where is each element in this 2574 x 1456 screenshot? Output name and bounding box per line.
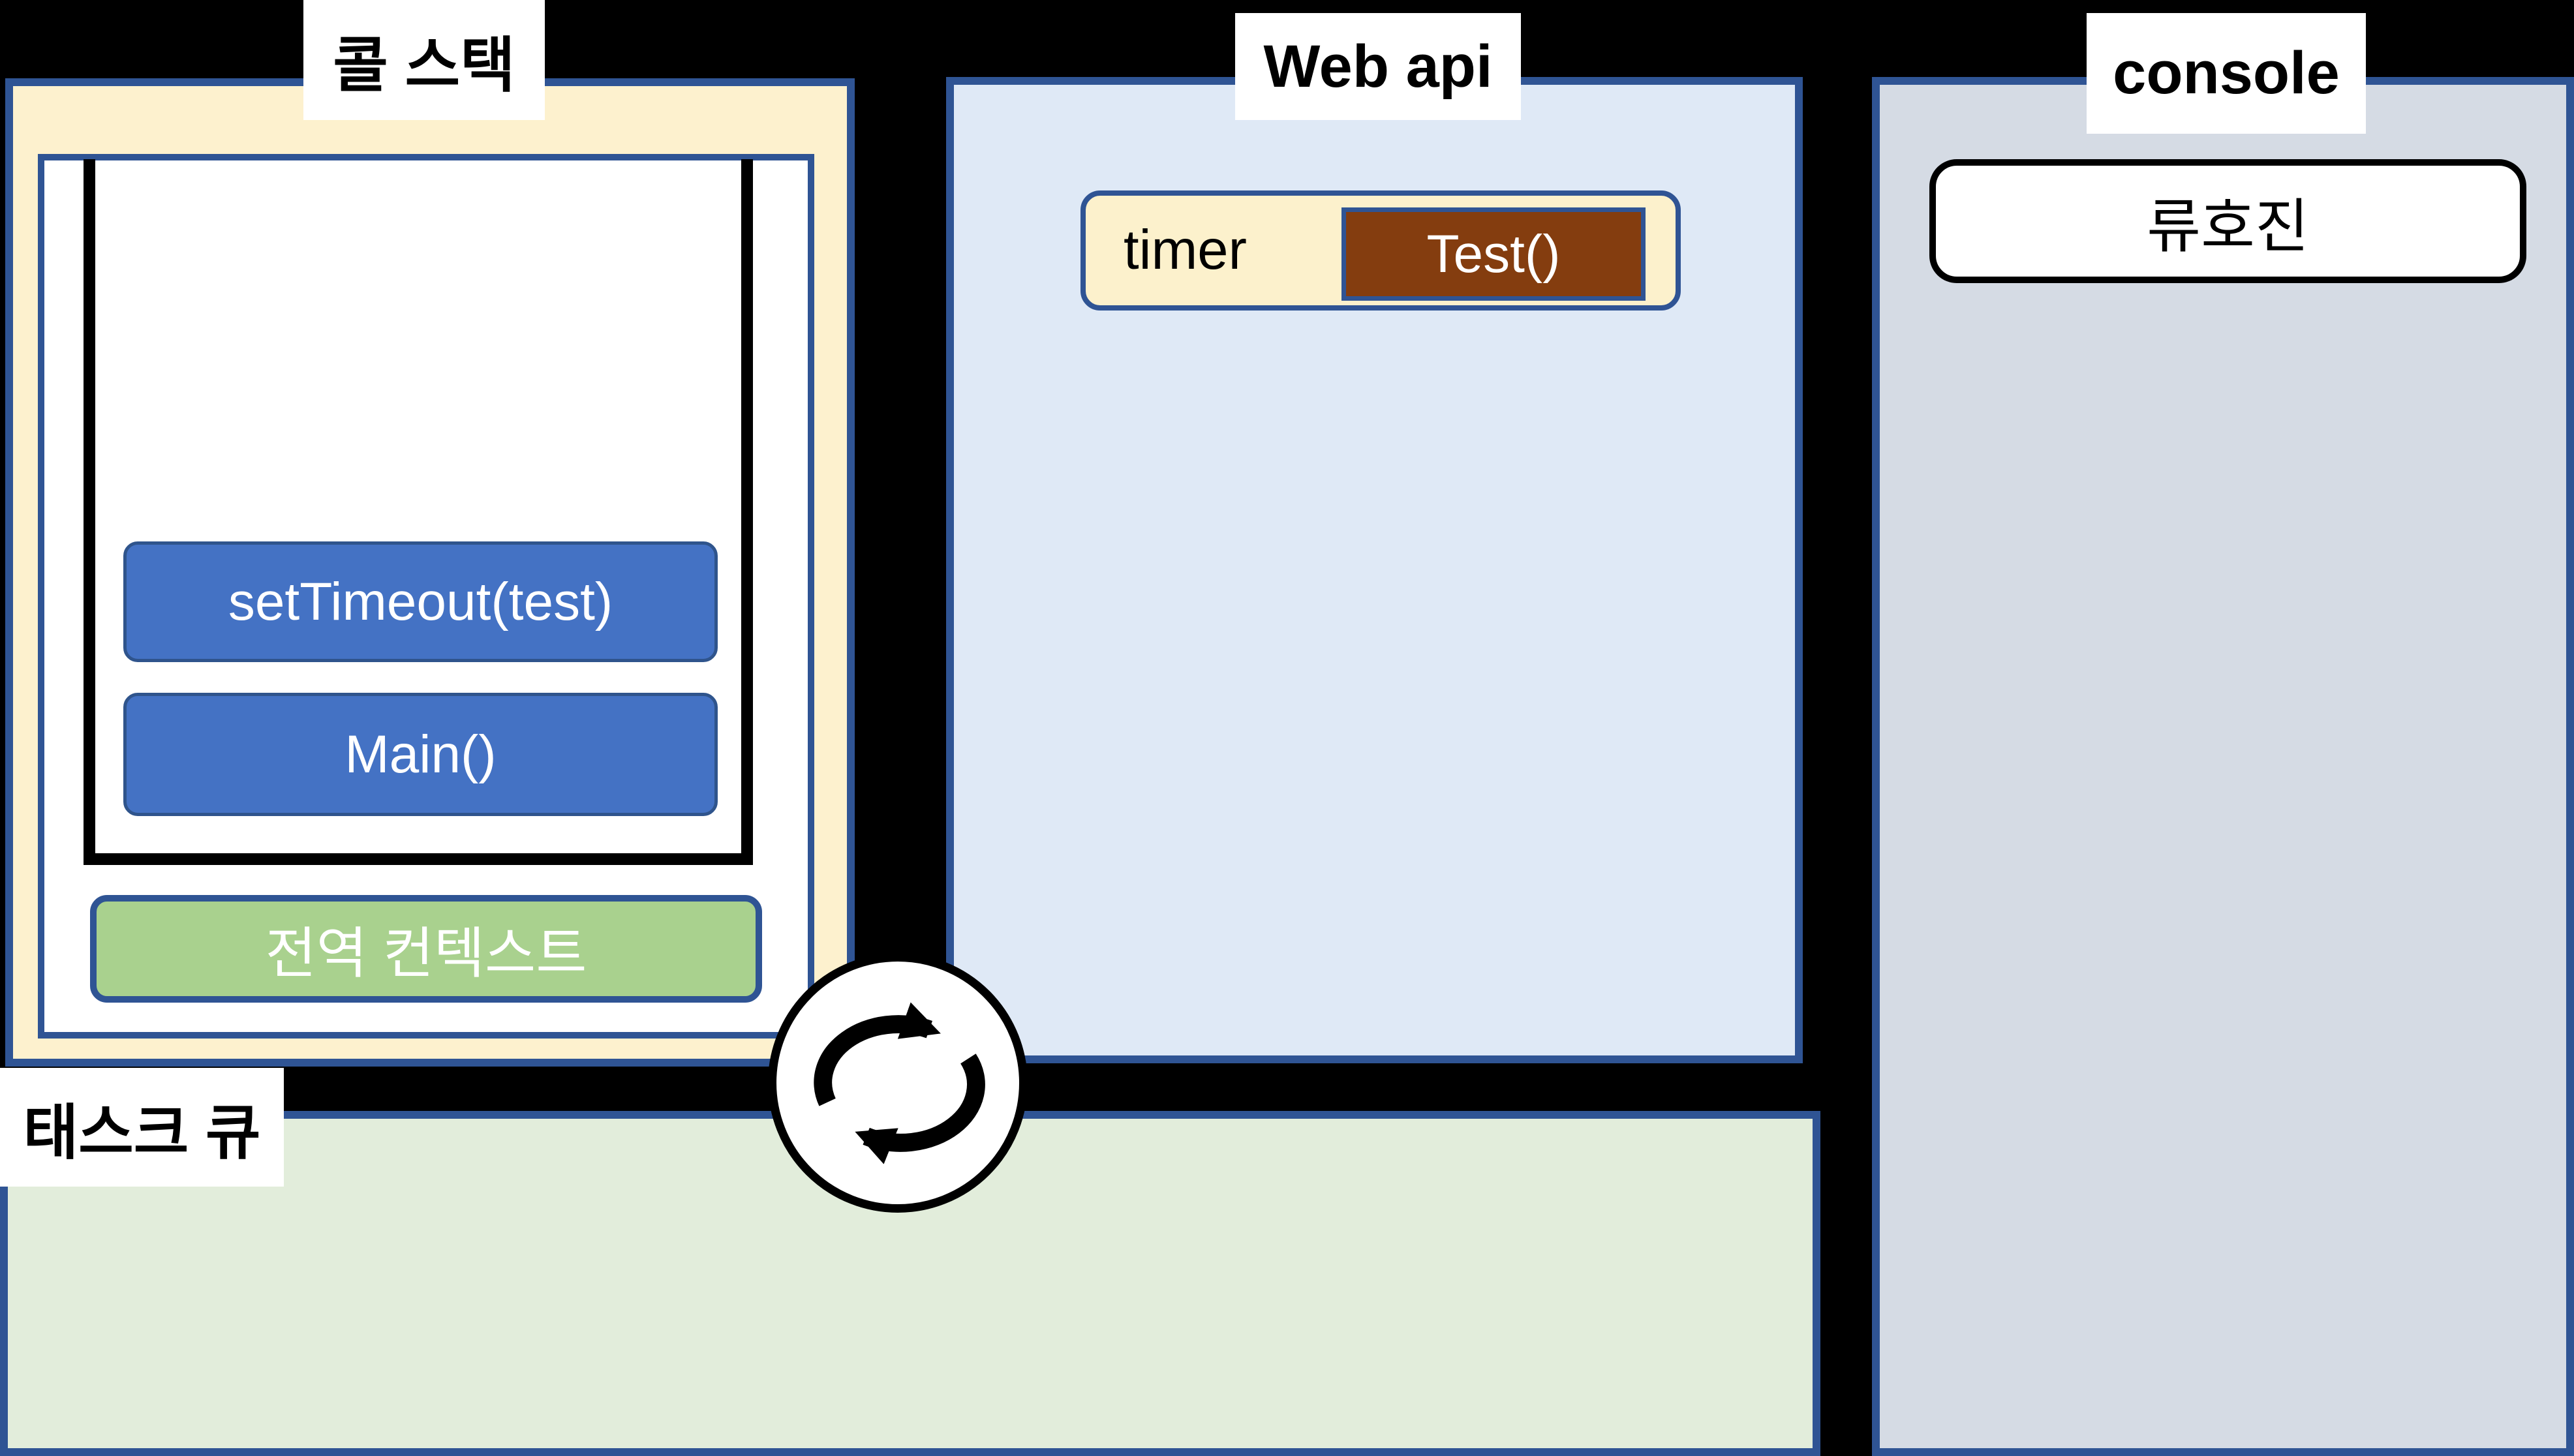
stack-frame-settimeout: setTimeout(test) (123, 541, 718, 662)
stack-frame-main-label: Main() (345, 724, 497, 784)
call-stack-title-label: 콜 스택 (333, 32, 515, 99)
global-context-label: 전역 컨텍스트 (265, 923, 587, 985)
console-title-label: console (2113, 40, 2340, 106)
call-stack-title: 콜 스택 (303, 0, 545, 120)
event-loop-cycle-icon (768, 953, 1028, 1213)
stack-left-wall (84, 159, 95, 865)
web-api-title: Web api (1235, 13, 1521, 120)
cycle-arrows-icon (814, 1002, 985, 1164)
stack-right-wall (741, 159, 753, 865)
web-api-title-label: Web api (1263, 33, 1493, 100)
global-context-box: 전역 컨텍스트 (90, 895, 762, 1003)
timer-task-box: Test() (1341, 207, 1646, 301)
task-queue-title-label: 태스크 큐 (23, 1099, 261, 1166)
console-output-box: 류호진 (1929, 159, 2526, 283)
timer-task-label: Test() (1426, 224, 1561, 284)
console-title: console (2087, 13, 2366, 134)
console-panel (1872, 77, 2574, 1456)
console-output-text: 류호진 (2147, 194, 2309, 260)
timer-label: timer (1124, 219, 1247, 281)
task-queue-title: 태스크 큐 (0, 1068, 284, 1187)
stack-frame-settimeout-label: setTimeout(test) (228, 571, 613, 631)
stack-frame-main: Main() (123, 693, 718, 816)
timer-box: timer Test() (1080, 190, 1681, 311)
stack-bottom-wall (84, 853, 753, 865)
